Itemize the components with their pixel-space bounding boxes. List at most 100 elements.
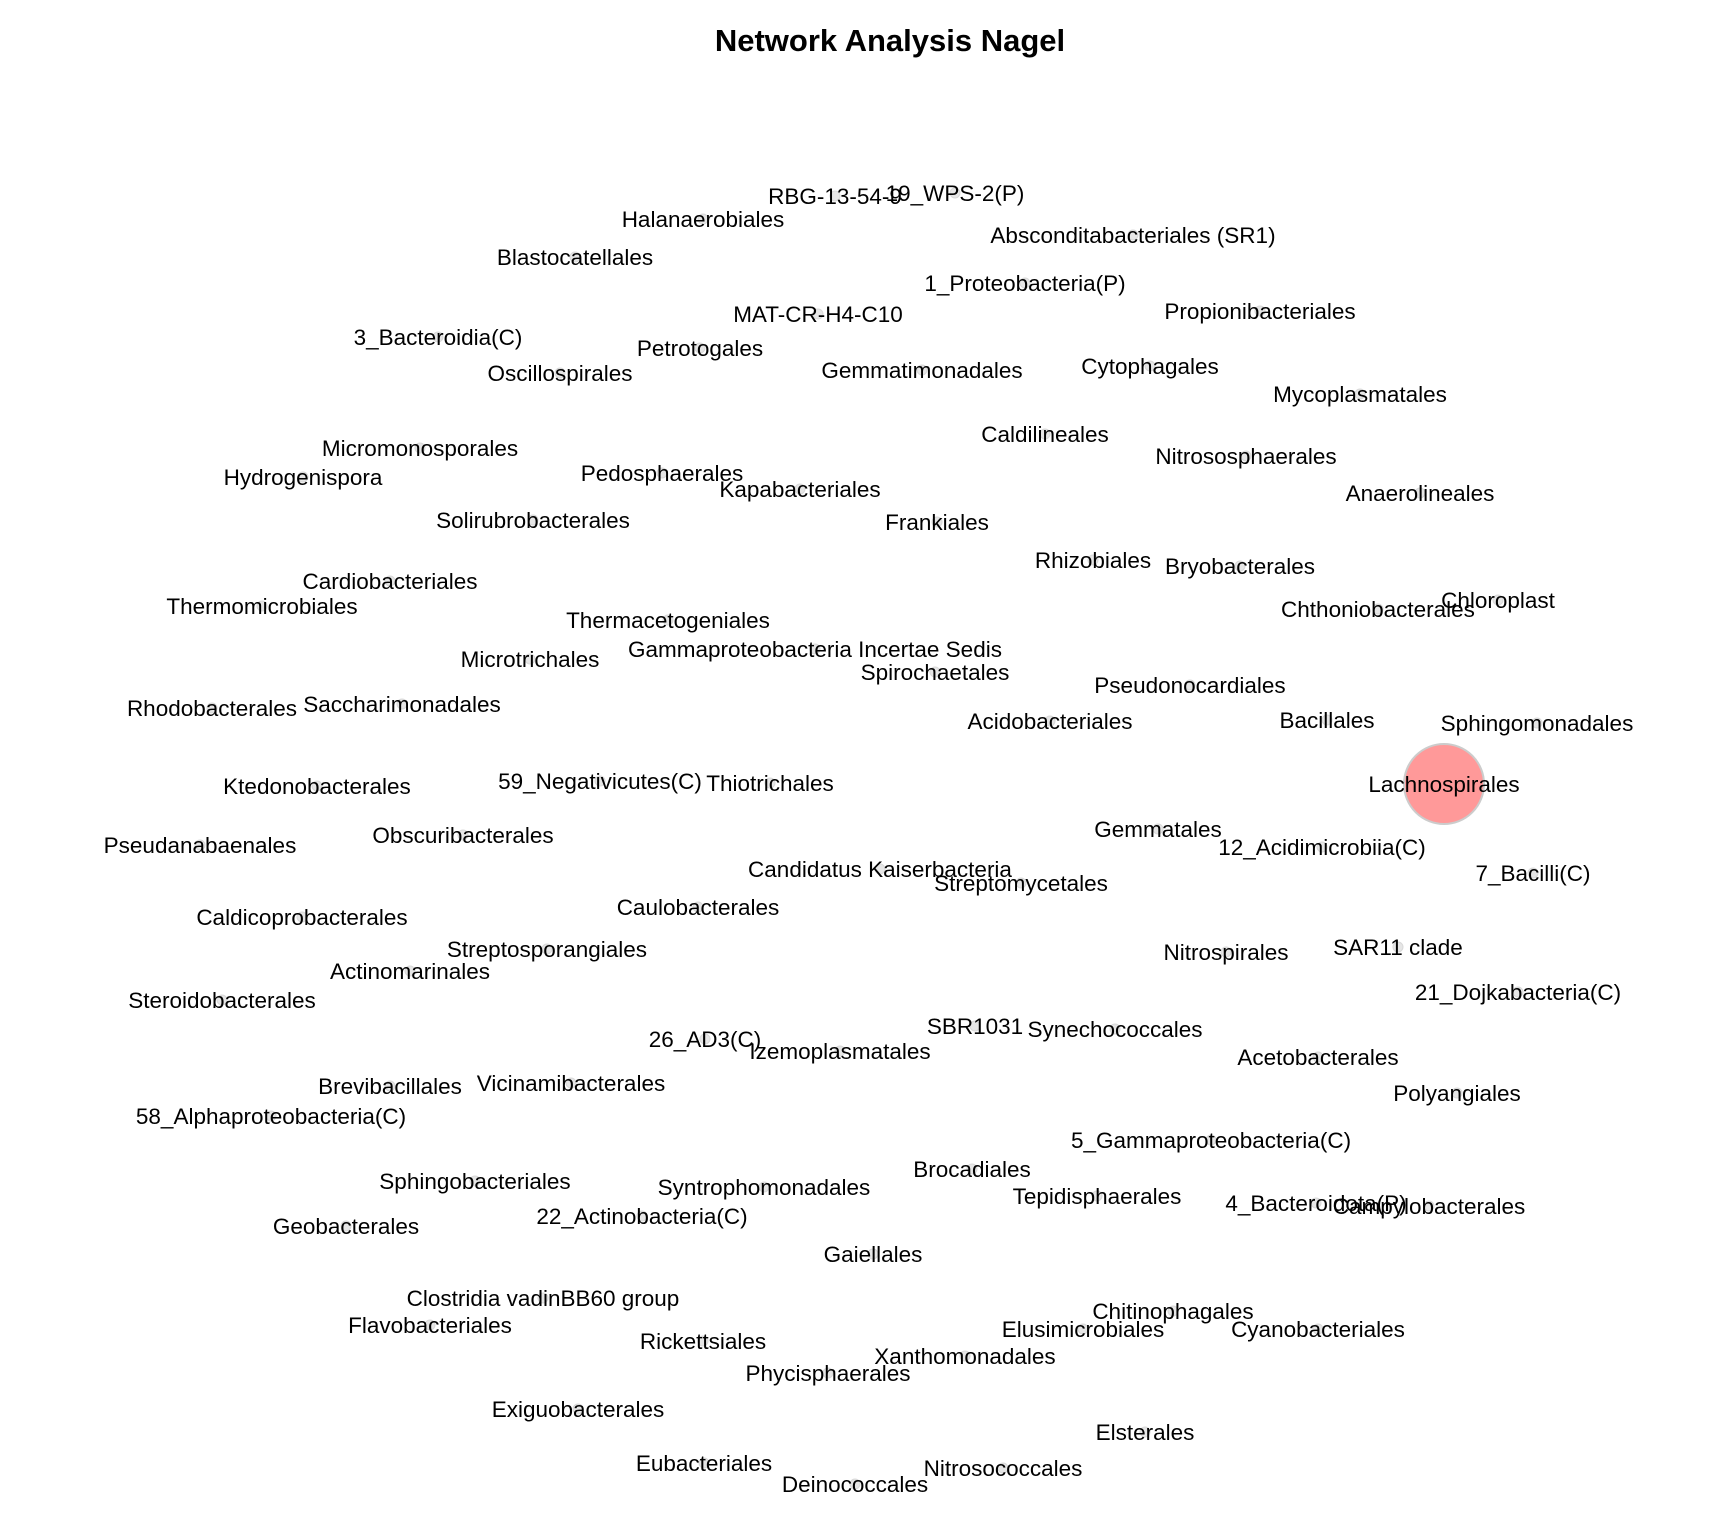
node-label: 12_Acidimicrobiia(C) — [1218, 835, 1426, 860]
node-marker — [662, 614, 674, 626]
node-marker — [297, 471, 309, 483]
node-marker — [569, 251, 581, 263]
node-marker — [384, 1080, 396, 1092]
node-label: Rhodobacterales — [127, 696, 297, 721]
node-label: Caldicoprobacterales — [196, 905, 407, 930]
node-label: Thiotrichales — [706, 771, 834, 796]
node-label: Phycisphaerales — [745, 1361, 910, 1386]
node-solirubrobacterales: Solirubrobacterales — [436, 508, 630, 533]
node-marker — [256, 600, 268, 612]
node-streptosporangiales: Streptosporangiales — [447, 937, 647, 962]
node-12-acidimicrobiia-c: 12_Acidimicrobiia(C) — [1218, 835, 1426, 860]
node-label: 1_Proteobacteria(P) — [924, 271, 1125, 296]
node-chthoniobacterales: Chthoniobacterales — [1281, 597, 1475, 622]
node-label: Flavobacteriales — [348, 1313, 512, 1338]
node-campylobacterales: Campylobacterales — [1333, 1194, 1526, 1219]
node-caldilineales: Caldilineales — [981, 422, 1109, 447]
node-phycisphaerales: Phycisphaerales — [745, 1361, 910, 1386]
node-gemmatimonadales: Gemmatimonadales — [821, 358, 1022, 383]
node-label: Candidatus Kaiserbacteria — [748, 857, 1012, 882]
node-gaiellales: Gaiellales — [824, 1242, 923, 1267]
node-sphingobacteriales: Sphingobacteriales — [379, 1169, 570, 1194]
node-label: Thermomicrobiales — [166, 594, 357, 619]
node-59-negativicutes-c: 59_Negativicutes(C) — [498, 769, 702, 794]
node-gemmatales: Gemmatales — [1094, 817, 1222, 842]
node-label: Izemoplasmatales — [749, 1039, 930, 1064]
node-elsterales: Elsterales — [1096, 1420, 1195, 1445]
node-label: Chthoniobacterales — [1281, 597, 1475, 622]
node-acetobacterales: Acetobacterales — [1237, 1045, 1398, 1070]
node-oscillospirales: Oscillospirales — [487, 361, 632, 386]
node-mycoplasmatales: Mycoplasmatales — [1273, 382, 1447, 407]
node-marker — [1184, 679, 1196, 691]
node-label: 59_Negativicutes(C) — [498, 769, 702, 794]
node-sbr1031: SBR1031 — [927, 1014, 1023, 1039]
node-thermacetogeniales: Thermacetogeniales — [566, 608, 770, 633]
node-izemoplasmatales: Izemoplasmatales — [749, 1039, 930, 1064]
node-marker — [1039, 428, 1051, 440]
node-xanthomonadales: Xanthomonadales — [874, 1344, 1055, 1369]
node-marker — [1254, 305, 1266, 317]
node-marker — [1492, 594, 1504, 606]
node-marker — [524, 653, 536, 665]
node-nitrospirales: Nitrospirales — [1163, 940, 1288, 965]
node-marker — [1451, 1087, 1463, 1099]
node-marker — [1392, 941, 1404, 953]
node-vicinamibacterales: Vicinamibacterales — [477, 1071, 665, 1096]
node-label: Lachnospirales — [1368, 772, 1519, 797]
node-marker — [969, 1020, 981, 1032]
node-bacillales: Bacillales — [1279, 708, 1374, 733]
node-marker — [916, 364, 928, 376]
node-label: Nitrospirales — [1163, 940, 1288, 965]
node-nitrosococcales: Nitrosococcales — [924, 1456, 1083, 1481]
node-flavobacteriales: Flavobacteriales — [348, 1313, 512, 1338]
node-rbg-13-54-9: RBG-13-54-9 — [768, 184, 902, 209]
node-nitrososphaerales: Nitrososphaerales — [1155, 444, 1336, 469]
node-sphingomonadales: Sphingomonadales — [1441, 711, 1634, 736]
node-label: Micromonosporales — [322, 436, 518, 461]
node-label: Blastocatellales — [497, 245, 653, 270]
node-marker — [1077, 1323, 1089, 1335]
node-marker — [1527, 867, 1539, 879]
node-19-wps-2-p: 19_WPS-2(P) — [886, 181, 1025, 206]
node-marker — [656, 467, 668, 479]
node-label: 5_Gammaproteobacteria(C) — [1071, 1128, 1351, 1153]
node-marker — [541, 943, 553, 955]
node-5-gammaproteobacteria-c: 5_Gammaproteobacteria(C) — [1071, 1128, 1351, 1153]
node-label: Eubacteriales — [636, 1451, 772, 1476]
node-marker — [1310, 1197, 1322, 1209]
node-marker — [1234, 560, 1246, 572]
node-hydrogenispora: Hydrogenispora — [224, 465, 383, 490]
node-label: Spirochaetales — [861, 660, 1010, 685]
node-marker — [1312, 1051, 1324, 1063]
node-anaerolineales: Anaerolineales — [1346, 481, 1495, 506]
node-kapabacteriales: Kapabacteriales — [719, 477, 880, 502]
node-marker — [1044, 715, 1056, 727]
node-marker — [809, 643, 821, 655]
node-label: Cardiobacteriales — [302, 569, 477, 594]
node-label: Bryobacterales — [1165, 554, 1315, 579]
node-marker — [931, 516, 943, 528]
node-marker — [699, 1033, 711, 1045]
node-label: Gammaproteobacteria Incertae Sedis — [628, 637, 1002, 662]
node-cyanobacteriales: Cyanobacteriales — [1231, 1317, 1405, 1342]
node-label: Rickettsiales — [640, 1329, 766, 1354]
node-label: Clostridia vadinBB60 group — [407, 1286, 680, 1311]
node-polyangiales: Polyangiales — [1393, 1081, 1521, 1106]
node-label: Solirubrobacterales — [436, 508, 630, 533]
node-label: Streptosporangiales — [447, 937, 647, 962]
node-exiguobacterales: Exiguobacterales — [492, 1397, 665, 1422]
node-label: Anaerolineales — [1346, 481, 1495, 506]
node-marker — [1312, 1323, 1324, 1335]
node-label: Oscillospirales — [487, 361, 632, 386]
node-pedosphaerales: Pedosphaerales — [581, 461, 744, 486]
node-marker — [834, 1045, 846, 1057]
node-marker — [424, 1319, 436, 1331]
node-obscuribacterales: Obscuribacterales — [372, 823, 553, 848]
node-marker — [758, 1181, 770, 1193]
node-label: 3_Bacteroidia(C) — [354, 325, 523, 350]
node-rickettsiales: Rickettsiales — [640, 1329, 766, 1354]
node-label: Caldilineales — [981, 422, 1109, 447]
node-marker — [636, 1210, 648, 1222]
